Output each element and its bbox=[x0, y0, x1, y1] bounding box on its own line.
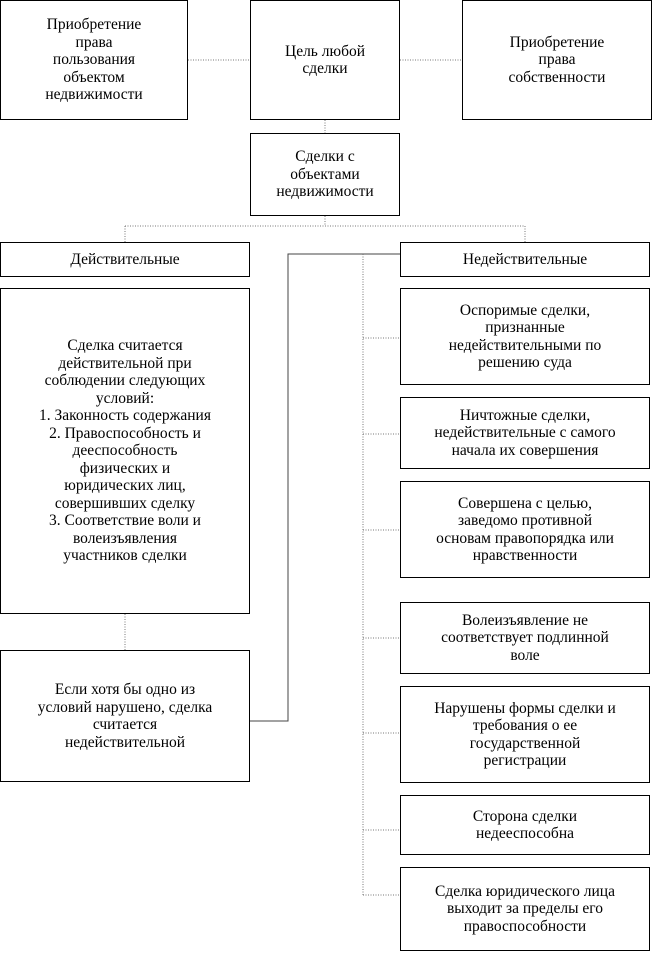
deal-goal-box: Цель любой сделки bbox=[250, 0, 400, 120]
invalid-header-box: Недействительные bbox=[400, 242, 650, 277]
invalid-header-text: Недействительные bbox=[462, 250, 588, 268]
invalid-item-text: Сторона сделки недееспособна bbox=[472, 807, 578, 843]
valid-header-text: Действительные bbox=[70, 250, 180, 268]
acquire-ownership-box: Приобретение права собственности bbox=[462, 0, 652, 120]
invalid-item-text: Совершена с целью, заведомо противной ос… bbox=[436, 494, 614, 565]
validity-conditions-box: Сделка считается действительной при собл… bbox=[0, 288, 250, 614]
real-estate-deals-box: Сделки с объектами недвижимости bbox=[250, 133, 400, 216]
real-estate-deals-text: Сделки с объектами недвижимости bbox=[276, 148, 374, 201]
invalid-item-form-violation: Нарушены формы сделки и требования о ее … bbox=[400, 686, 650, 783]
acquire-use-right-text: Приобретение права пользования объектом … bbox=[45, 16, 143, 104]
deal-goal-text: Цель любой сделки bbox=[285, 42, 365, 78]
invalid-item-text: Сделка юридического лица выходит за пред… bbox=[435, 882, 615, 935]
invalid-item-beyond-capacity: Сделка юридического лица выходит за пред… bbox=[400, 867, 650, 951]
violation-text: Если хотя бы одно из условий нарушено, с… bbox=[37, 681, 213, 751]
invalid-item-text: Волеизъявление не соответствует подлинно… bbox=[441, 611, 609, 664]
violation-box: Если хотя бы одно из условий нарушено, с… bbox=[0, 650, 250, 782]
invalid-item-will-mismatch: Волеизъявление не соответствует подлинно… bbox=[400, 602, 650, 674]
acquire-ownership-text: Приобретение права собственности bbox=[508, 33, 606, 86]
valid-header-box: Действительные bbox=[0, 242, 250, 277]
invalid-item-incapable-party: Сторона сделки недееспособна bbox=[400, 795, 650, 855]
invalid-item-void: Ничтожные сделки, недействительные с сам… bbox=[400, 397, 650, 469]
invalid-item-text: Ничтожные сделки, недействительные с сам… bbox=[434, 406, 616, 459]
invalid-item-contrary-to-order: Совершена с целью, заведомо противной ос… bbox=[400, 481, 650, 578]
validity-conditions-text: Сделка считается действительной при собл… bbox=[39, 337, 211, 565]
acquire-use-right-box: Приобретение права пользования объектом … bbox=[0, 0, 188, 120]
invalid-item-contestable: Оспоримые сделки, признанные недействите… bbox=[400, 288, 650, 385]
invalid-item-text: Оспоримые сделки, признанные недействите… bbox=[448, 301, 602, 372]
invalid-item-text: Нарушены формы сделки и требования о ее … bbox=[434, 699, 616, 770]
